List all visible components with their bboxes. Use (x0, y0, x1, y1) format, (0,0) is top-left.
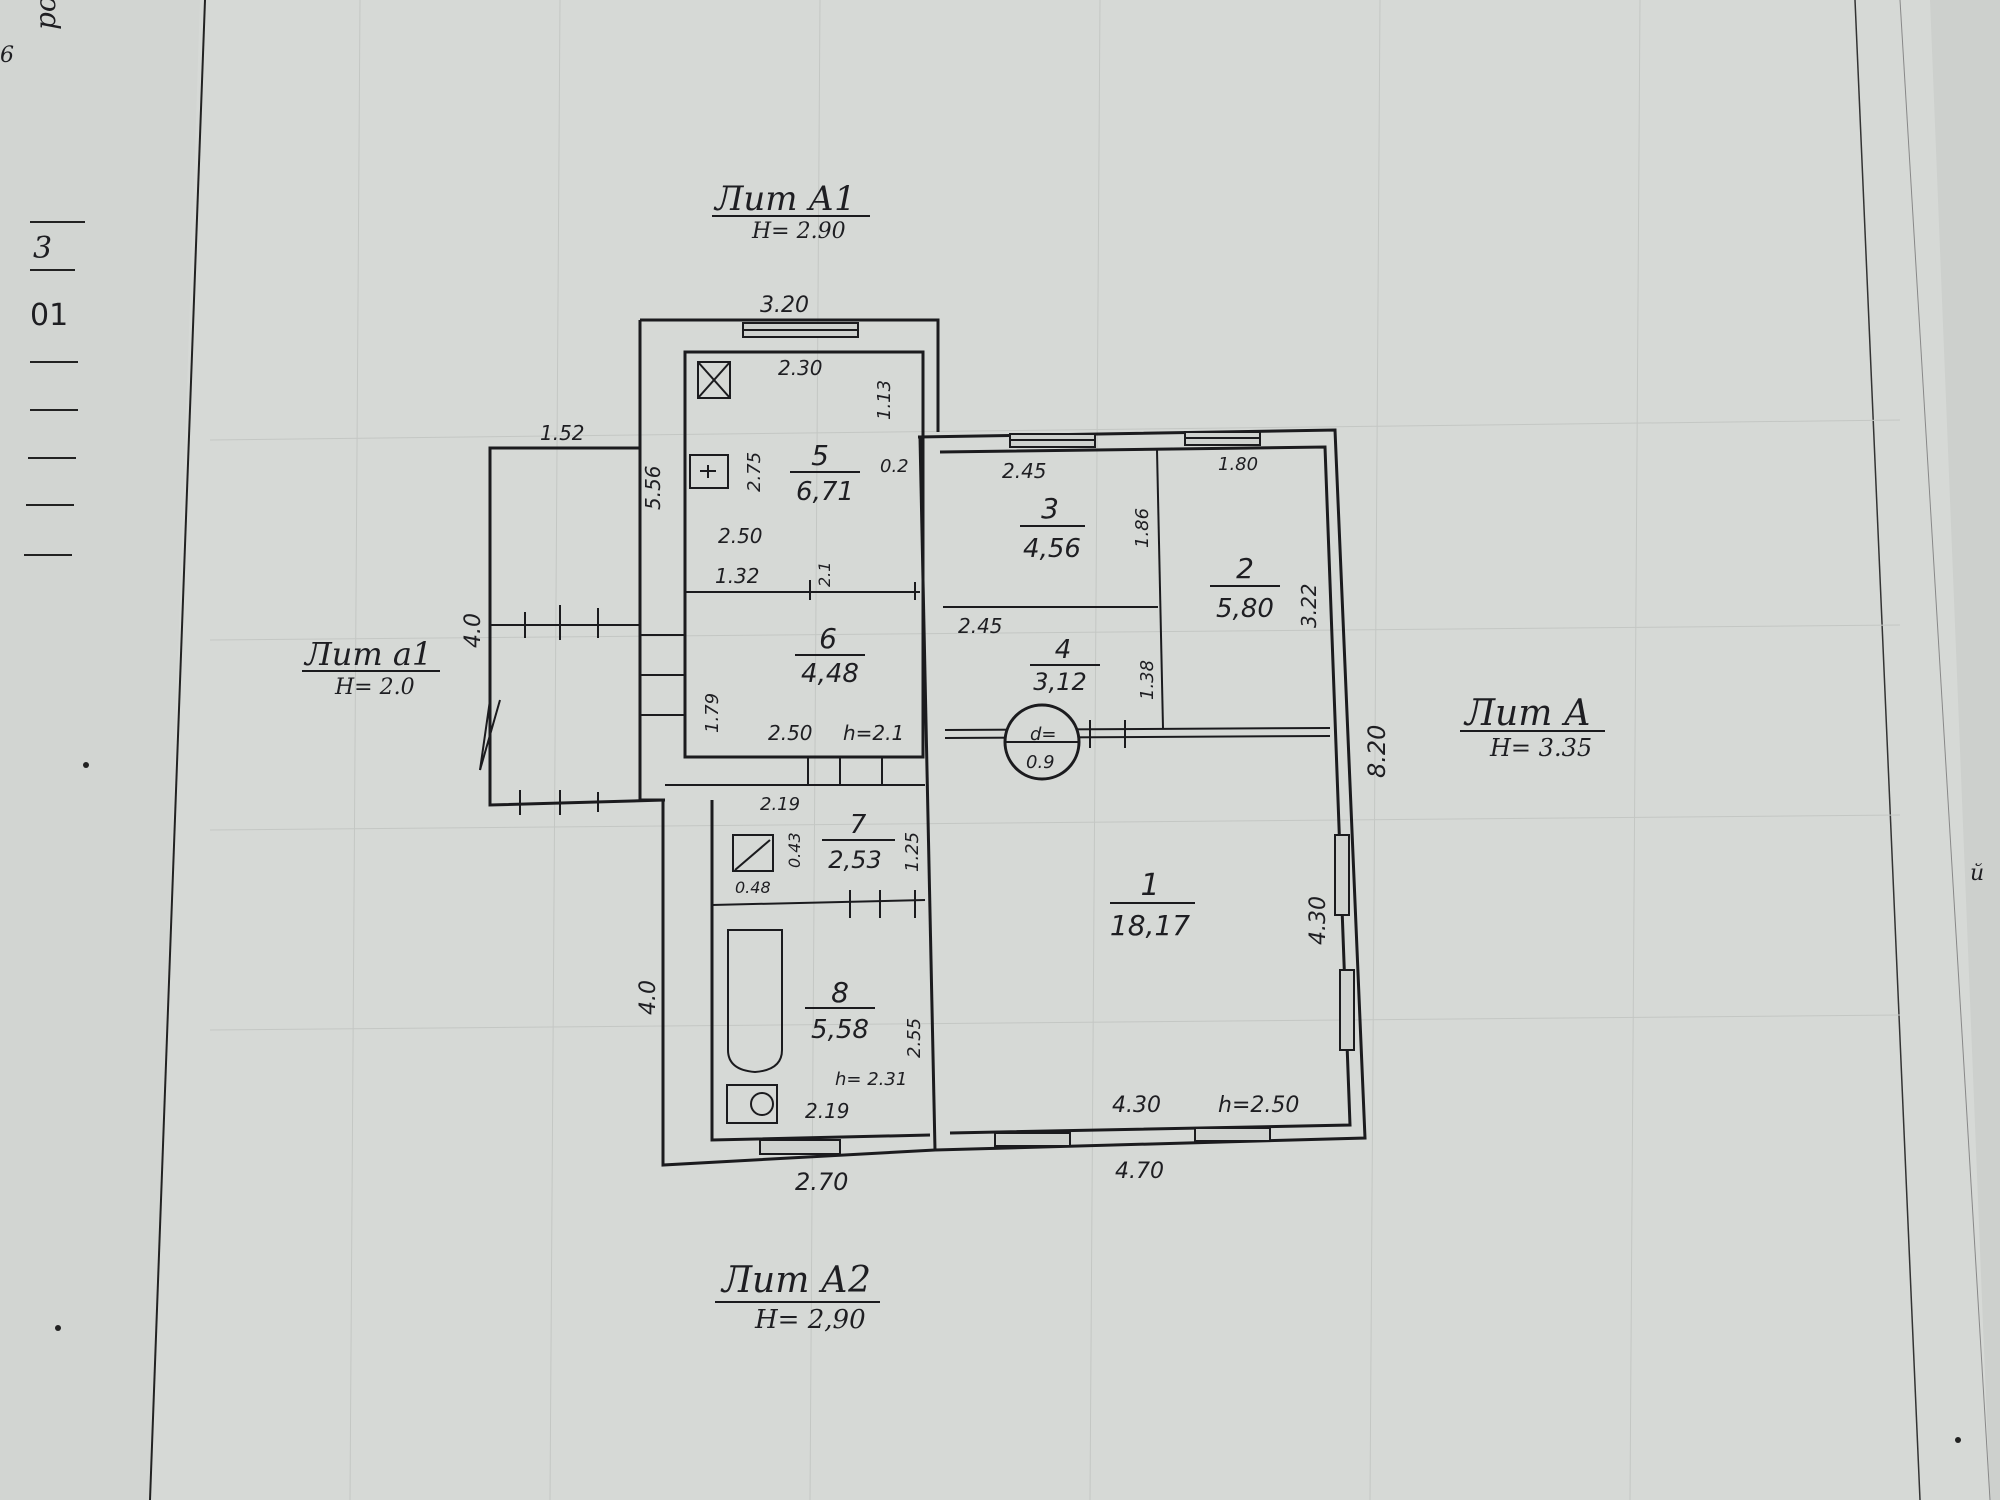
room-5: 5 6,71 (790, 439, 860, 507)
dim-r6-bottom: 2.50 (768, 721, 813, 745)
dim-r5-right: 1.13 (874, 380, 895, 420)
dim-r5-side: 2.75 (744, 452, 765, 492)
dim-r8-side: 2.55 (904, 1018, 925, 1058)
dim-a2-left: 4.0 (636, 980, 661, 1015)
room-7-number: 7 (850, 810, 867, 840)
dim-porch-left: 4.0 (461, 613, 486, 648)
stove-d-value: 0.9 (1026, 752, 1055, 773)
dim-r7-small: 0.43 (785, 832, 804, 868)
room-7-area: 2,53 (828, 846, 881, 874)
dim-r7-top: 2.19 (760, 794, 800, 815)
dim-r1-bottom: 4.30 (1112, 1093, 1161, 1118)
left-margin-strip (0, 0, 200, 1500)
room-5-number: 5 (811, 439, 829, 472)
dim-r3-side: 1.86 (1132, 508, 1153, 548)
dim-r6-small: 2.1 (815, 562, 834, 587)
dim-r8-h: h= 2.31 (835, 1069, 907, 1090)
room-3-area: 4,56 (1023, 534, 1081, 564)
lit-a2-height: H= 2,90 (754, 1305, 866, 1335)
dim-r5-top: 2.30 (778, 356, 823, 380)
paper-edge (1899, 0, 1991, 1500)
speck (55, 1325, 61, 1331)
room-3: 3 4,56 (1020, 492, 1085, 564)
dim-a1-left: 5.56 (641, 465, 665, 510)
stove-icon (697, 361, 731, 399)
margin-fraction-bottom: 01 (30, 298, 68, 333)
dim-r2-top: 1.80 (1218, 454, 1258, 475)
walls (488, 318, 1367, 1167)
room-6-number: 6 (819, 622, 837, 655)
dim-r3-top: 2.45 (1002, 459, 1047, 483)
lit-a1-title: Лит А1 (713, 179, 856, 219)
dim-r6-seg: 1.32 (715, 564, 760, 588)
lit-a-small-label: Лит а1 H= 2.0 (302, 635, 440, 700)
dim-r1-h: h=2.50 (1218, 1093, 1299, 1118)
dim-a1-top: 3.20 (760, 293, 809, 318)
margin-dashes (24, 361, 78, 556)
margin-line-left (149, 0, 206, 1500)
dim-r4-side: 1.38 (1137, 660, 1158, 700)
dim-r6-left: 1.79 (702, 693, 723, 733)
room-6-area: 4,48 (801, 659, 859, 689)
room-8-area: 5,58 (811, 1015, 869, 1045)
lit-a-small-height: H= 2.0 (334, 675, 415, 700)
lit-a2-label: Лит А2 H= 2,90 (715, 1260, 880, 1335)
dim-r4-top: 2.45 (958, 614, 1003, 638)
sink-icon (689, 454, 729, 489)
toilet-icon (726, 1084, 778, 1124)
porch-ticks (479, 580, 1126, 918)
room-8: 8 5,58 (805, 976, 875, 1045)
lit-a-height: H= 3.35 (1489, 734, 1592, 762)
stove-d-label: d= (1030, 724, 1057, 745)
room-2-number: 2 (1236, 552, 1254, 585)
room-4-area: 3,12 (1033, 668, 1086, 696)
lit-a-label: Лит А H= 3.35 (1460, 693, 1605, 762)
dim-r1-side: 4.30 (1306, 896, 1331, 945)
heater-icon (732, 834, 774, 872)
room-4: 4 3,12 (1030, 635, 1100, 696)
room-4-number: 4 (1055, 635, 1072, 665)
dim-lit-a-bottom: 4.70 (1115, 1159, 1164, 1184)
dim-a2-bottom: 2.70 (795, 1168, 848, 1196)
room-2-area: 5,80 (1216, 594, 1274, 624)
dim-r6-h: h=2.1 (843, 721, 904, 745)
dim-r2-side: 3.22 (1297, 583, 1321, 628)
dim-r7-side: 1.25 (902, 832, 923, 872)
round-stove-icon (1003, 703, 1081, 781)
speck (1955, 1437, 1961, 1443)
lit-a2-title: Лит А2 (720, 1260, 871, 1301)
margin-line-right (1854, 0, 1921, 1500)
room-3-number: 3 (1041, 492, 1059, 525)
lit-a-title: Лит А (1463, 693, 1591, 734)
room-1-number: 1 (1140, 868, 1159, 903)
room-2: 2 5,80 (1210, 552, 1280, 624)
room-1: 1 18,17 (1110, 868, 1195, 942)
lit-a-small-title: Лит а1 (303, 635, 432, 673)
dim-r6-top: 2.50 (718, 524, 763, 548)
dim-r8-bottom: 2.19 (805, 1099, 850, 1123)
dim-lit-a-side: 8.20 (1363, 725, 1391, 778)
room-1-area: 18,17 (1110, 909, 1190, 942)
room-8-number: 8 (831, 976, 849, 1009)
speck (83, 762, 89, 768)
show-through-grid (209, 0, 1901, 1500)
lit-a1-height: H= 2.90 (751, 219, 846, 244)
margin-right-letter: й (1970, 861, 1984, 886)
room-7: 7 2,53 (822, 810, 895, 874)
margin-code: ро (29, 0, 62, 30)
margin-corner-digit: 6 (0, 43, 14, 68)
windows (742, 322, 1355, 1155)
bathtub-icon (727, 929, 783, 1074)
dim-r7-closet: 0.48 (735, 878, 771, 897)
dim-porch-top: 1.52 (540, 421, 585, 445)
dimension-labels: 3.20 2.30 1.13 2.75 0.2 5.56 1.52 4.0 2.… (461, 293, 1391, 1196)
dim-r5-gap: 0.2 (880, 456, 909, 477)
lit-a1-label: Лит А1 H= 2.90 (712, 179, 870, 244)
room-6: 6 4,48 (795, 622, 865, 689)
room-5-area: 6,71 (796, 477, 854, 507)
margin-fraction-top: 3 (33, 231, 52, 266)
